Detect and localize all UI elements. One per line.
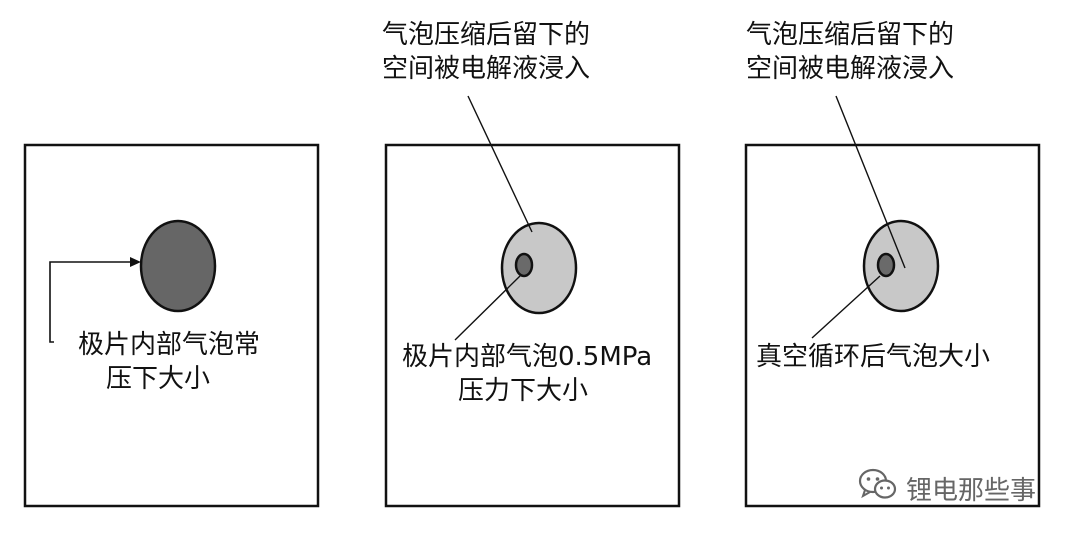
panel-3-leader-top bbox=[835, 95, 906, 269]
panel-1-arrow-head bbox=[130, 257, 141, 267]
panel-2-bubble-outer bbox=[500, 221, 578, 315]
panel-1-arrow-line bbox=[49, 261, 132, 343]
panel-2-bubble-core bbox=[514, 252, 534, 278]
panel-1-label-line-1: 极片内部气泡常 bbox=[78, 330, 261, 360]
panel-2-frame bbox=[384, 143, 681, 508]
panel-1 bbox=[23, 143, 320, 508]
watermark: 锂电那些事 bbox=[858, 468, 1036, 509]
panel-2-leader-bottom bbox=[454, 275, 521, 341]
panel-2-bottom-label-line-2: 压力下大小 bbox=[458, 376, 589, 406]
panel-3-frame bbox=[744, 143, 1041, 508]
panel-3-bubble-outer bbox=[862, 219, 940, 313]
panel-2-top-label-line-1: 气泡压缩后留下的 bbox=[382, 20, 591, 50]
panel-3 bbox=[744, 95, 1041, 508]
wechat-icon bbox=[858, 468, 898, 509]
watermark-text: 锂电那些事 bbox=[906, 476, 1037, 506]
panel-3-top-label-line-2: 空间被电解液浸入 bbox=[746, 54, 955, 84]
panel-1-bubble-large bbox=[139, 219, 217, 313]
panel-3-bubble-core bbox=[876, 252, 896, 278]
panel-1-frame bbox=[23, 143, 320, 508]
panel-1-label-line-2: 压下大小 bbox=[106, 364, 211, 394]
panel-2 bbox=[384, 95, 681, 508]
panel-2-top-label-line-2: 空间被电解液浸入 bbox=[382, 54, 591, 84]
panel-3-top-label-line-1: 气泡压缩后留下的 bbox=[746, 20, 955, 50]
panel-3-leader-bottom bbox=[811, 275, 881, 339]
panel-3-bottom-label-line-1: 真空循环后气泡大小 bbox=[756, 342, 991, 372]
panel-2-leader-top bbox=[467, 95, 533, 233]
panel-2-bottom-label-line-1: 极片内部气泡0.5MPa bbox=[402, 342, 653, 372]
